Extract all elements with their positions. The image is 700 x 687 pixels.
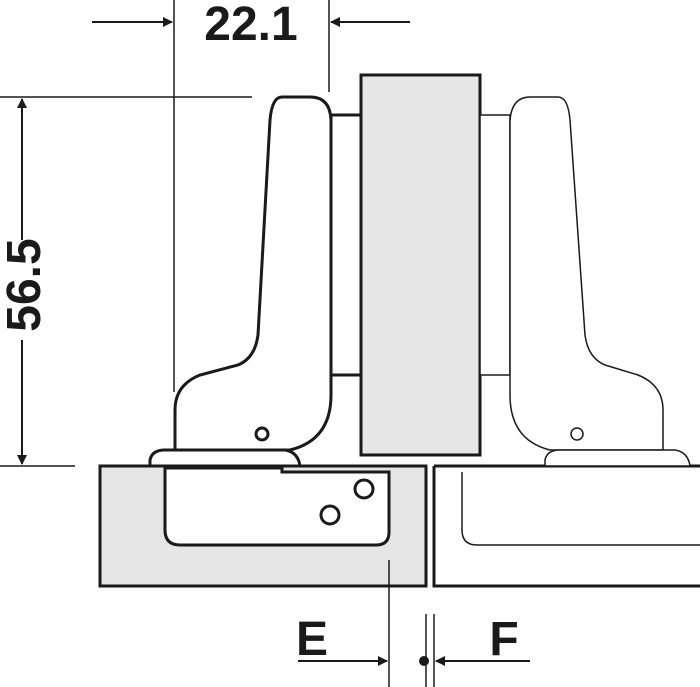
rivet-icon	[570, 427, 584, 441]
hinge-foot-left	[148, 448, 302, 468]
dimension-width-label: 22.1	[204, 0, 297, 51]
rivet-icon	[254, 426, 270, 442]
screw-hole-icon	[353, 478, 375, 500]
door-panel	[359, 73, 482, 457]
dimension-height-label: 56.5	[0, 238, 51, 331]
hinge-arm-left	[173, 95, 333, 452]
hinge-cup-right	[479, 114, 511, 376]
hinge-foot-right	[544, 449, 691, 467]
hinge-cup-left	[329, 113, 363, 377]
reference-point-icon	[419, 656, 429, 666]
screw-hole-icon	[319, 504, 341, 526]
cabinet-side-panel-right	[432, 464, 700, 588]
mounting-plate-right	[461, 472, 700, 546]
dimension-gap-f-label: F	[489, 613, 518, 666]
mounting-plate-left	[163, 466, 391, 547]
hinge-arm-right	[509, 96, 664, 451]
dimension-gap-e-label: E	[296, 613, 328, 666]
